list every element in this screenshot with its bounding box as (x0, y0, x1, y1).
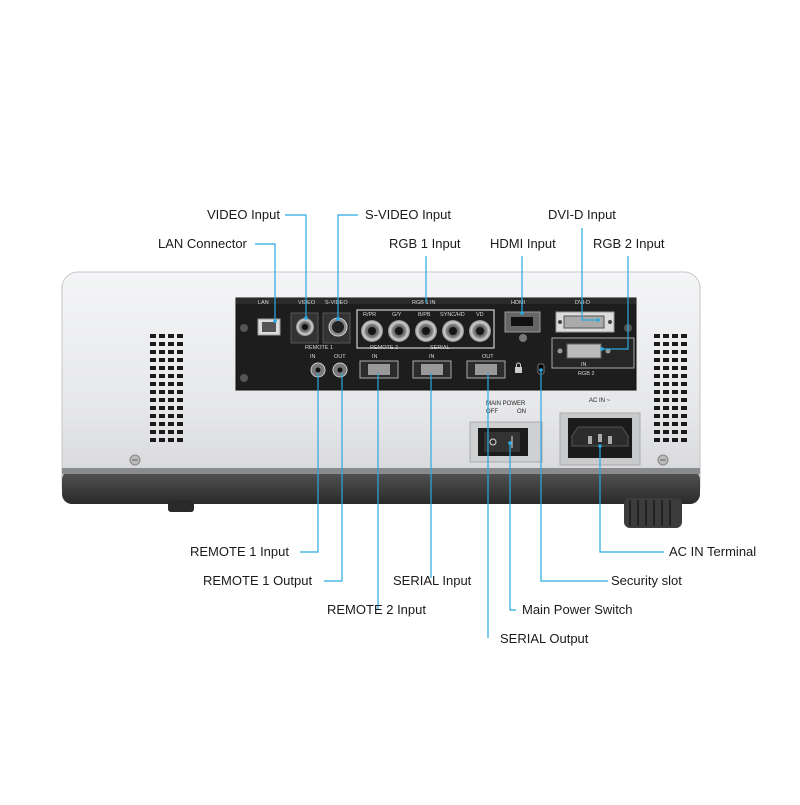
rgb2-in-label: IN (581, 362, 587, 368)
callout-lan-connector: LAN Connector (158, 236, 247, 251)
left-vent (150, 334, 183, 442)
remote1-out-label: OUT (334, 354, 346, 360)
leader-lines (255, 214, 664, 638)
callout-hdmi-input: HDMI Input (490, 236, 556, 251)
callout-remote1-input: REMOTE 1 Input (190, 544, 289, 559)
main-power-switch[interactable] (469, 421, 543, 463)
connector-panel: LAN VIDEO S-VIDEO RGB 1 IN HDMI DVI-D R/… (235, 297, 637, 391)
rgb1-group-frame (356, 309, 495, 349)
serial-panel-label: SERIAL (430, 345, 450, 351)
callout-video-input: VIDEO Input (207, 207, 280, 222)
serial-in-label: IN (429, 354, 435, 360)
rgb1-bnc-connectors[interactable] (361, 320, 491, 342)
lock-icon (515, 362, 522, 373)
remote1-in-label: IN (310, 354, 316, 360)
bnc-label-g-y: G/Y (392, 312, 402, 318)
leader-s-video-input (337, 214, 358, 319)
callout-remote2-input: REMOTE 2 Input (327, 602, 426, 617)
serial-in-port[interactable] (412, 360, 452, 379)
hdmi-panel-label: HDMI (511, 300, 526, 306)
right-vent (654, 334, 687, 442)
leader-remote1-output (324, 373, 343, 582)
leader-lan-connector (255, 243, 276, 321)
leader-rgb2-input (602, 256, 629, 350)
hdmi-port[interactable] (504, 311, 541, 342)
s-video-panel-label: S-VIDEO (325, 300, 348, 306)
rgb2-panel-label: RGB 2 (578, 371, 595, 377)
remote2-in-label: IN (372, 354, 378, 360)
callout-security-slot: Security slot (611, 573, 682, 588)
serial-out-label: OUT (482, 354, 494, 360)
lan-panel-label: LAN (258, 300, 269, 306)
power-off-label: OFF (486, 409, 498, 415)
ac-in-label: AC IN ~ (589, 398, 611, 404)
leader-remote1-input (300, 373, 319, 553)
leader-dots (273, 311, 604, 448)
leader-video-input (285, 214, 307, 318)
callout-serial-output: SERIAL Output (500, 631, 589, 646)
power-on-label: ON (517, 409, 526, 415)
leader-dvi-d-input (581, 228, 598, 321)
callout-serial-input: SERIAL Input (393, 573, 472, 588)
bnc-label-vd: VD (476, 312, 484, 318)
remote1-panel-label: REMOTE 1 (305, 345, 333, 351)
callout-main-power-switch: Main Power Switch (522, 602, 633, 617)
bnc-label-r-pr: R/PR (363, 312, 376, 318)
callout-rgb1-input: RGB 1 Input (389, 236, 461, 251)
video-panel-label: VIDEO (298, 300, 316, 306)
leader-security-slot (540, 370, 608, 582)
front-foot (168, 500, 194, 512)
remote2-panel-label: REMOTE 2 (370, 345, 398, 351)
bnc-label-b-pb: B/PB (418, 312, 431, 318)
callout-rgb2-input: RGB 2 Input (593, 236, 665, 251)
leader-ac-in-terminal (599, 446, 664, 553)
main-power-label: MAIN POWER (486, 401, 526, 407)
leader-main-power-switch (509, 443, 516, 611)
video-jack[interactable] (290, 312, 319, 344)
callout-remote1-output: REMOTE 1 Output (203, 573, 313, 588)
dvi-d-port[interactable] (555, 311, 615, 333)
lan-port[interactable] (257, 318, 281, 336)
callout-dvi-d-input: DVI-D Input (548, 207, 616, 222)
callout-ac-in-terminal: AC IN Terminal (669, 544, 757, 559)
rgb1-panel-label: RGB 1 IN (412, 300, 436, 306)
callout-s-video-input: S-VIDEO Input (365, 207, 451, 222)
serial-out-port[interactable] (466, 360, 506, 379)
s-video-jack[interactable] (322, 312, 351, 344)
bnc-label-sync-hd: SYNC/HD (440, 312, 465, 318)
screw-icon (129, 454, 669, 466)
remote2-port[interactable] (359, 360, 399, 379)
rgb2-port[interactable] (551, 337, 635, 369)
remote1-out-jack[interactable] (332, 362, 348, 378)
